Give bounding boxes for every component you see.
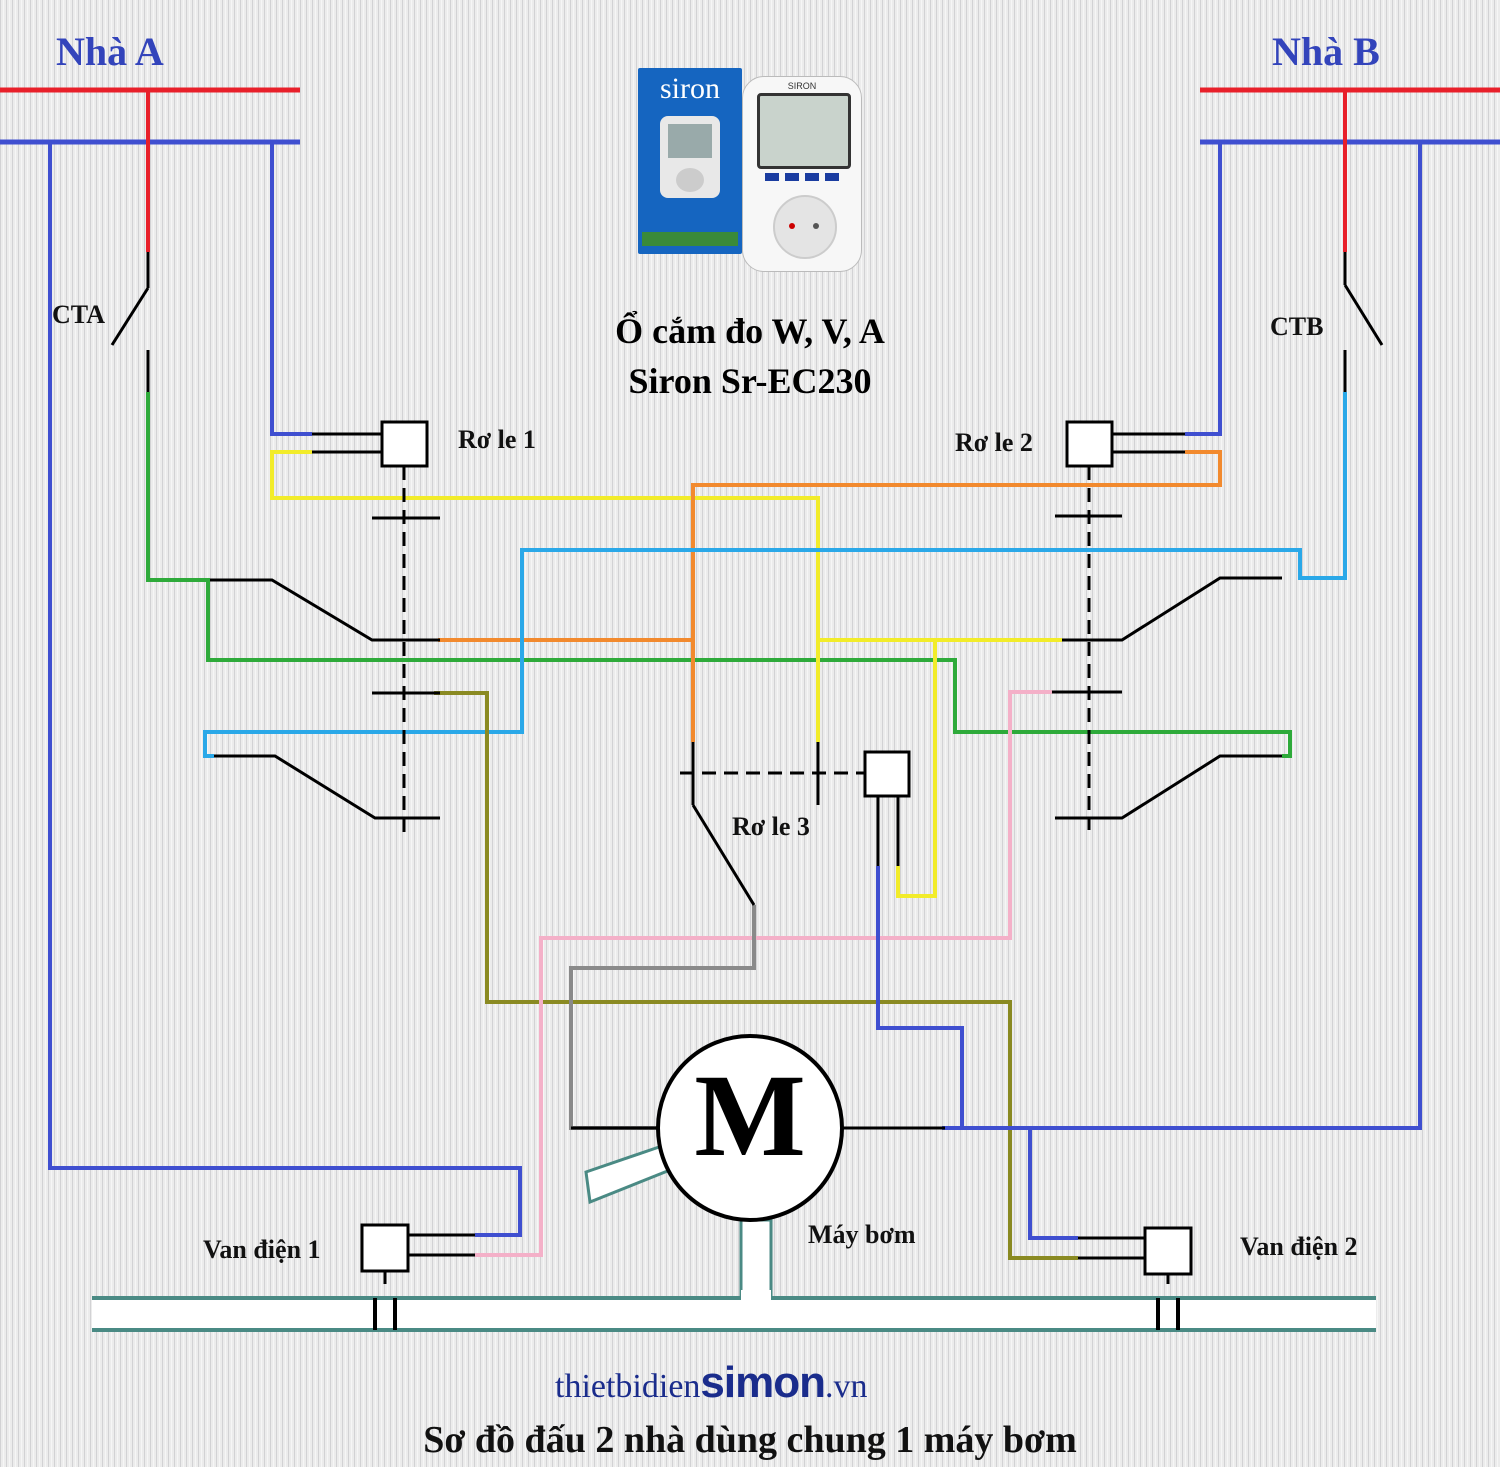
house-b-supply xyxy=(1200,87,1500,145)
relay-2 xyxy=(1052,420,1282,830)
valve-2 xyxy=(1078,1226,1193,1330)
water-pipe xyxy=(92,1290,1376,1332)
switch-ctb-label: CTB xyxy=(1270,312,1324,341)
valve-1-label: Van điện 1 xyxy=(203,1235,321,1264)
siron-meter-device: SIRON xyxy=(742,76,862,272)
relay-1 xyxy=(210,420,440,840)
motor-symbol: M xyxy=(694,1050,806,1181)
meter-buttons xyxy=(765,173,839,181)
wire-olive xyxy=(434,691,1078,1260)
relay-2-label: Rơ le 2 xyxy=(955,428,1033,457)
relay-3 xyxy=(680,742,911,906)
product-title-line2: Siron Sr-EC230 xyxy=(628,361,872,401)
wire-neutral-b-right xyxy=(942,142,1422,1130)
siron-product-box: siron xyxy=(638,68,742,254)
switch-cta-label: CTA xyxy=(52,300,105,329)
brand-logo: thietbidiensimon.vn xyxy=(555,1358,868,1408)
brand-prefix: thietbidien xyxy=(555,1368,701,1405)
meter-display xyxy=(757,93,851,169)
wire-green xyxy=(146,392,210,582)
wire-relay3-blue xyxy=(876,866,964,1128)
brand-highlight: simon xyxy=(700,1358,826,1407)
wire-neutral-a-relay1 xyxy=(270,142,312,436)
relay-1-label: Rơ le 1 xyxy=(458,425,536,454)
pump-label: Máy bơm xyxy=(808,1220,916,1249)
wire-neutral-b-relay2 xyxy=(1185,142,1222,436)
meter-socket xyxy=(773,195,837,259)
brand-suffix: .vn xyxy=(825,1368,868,1405)
device-brand-text: SIRON xyxy=(787,81,817,91)
switch-ctb-blade xyxy=(1343,284,1384,346)
diagram-caption: Sơ đồ đấu 2 nhà dùng chung 1 máy bơm xyxy=(423,1419,1077,1461)
wire-pink xyxy=(475,690,1052,1257)
valve-2-label: Van điện 2 xyxy=(1240,1232,1358,1261)
wire-cyan xyxy=(203,392,1347,758)
product-title-line1: Ổ cắm đo W, V, A xyxy=(615,311,885,351)
wire-neutral-a-left xyxy=(48,142,522,1237)
relay-3-label: Rơ le 3 xyxy=(732,812,810,841)
switch-cta-blade xyxy=(110,287,150,346)
wire-yellow xyxy=(270,450,820,742)
box-badges xyxy=(642,232,738,246)
box-meter-image xyxy=(660,116,720,198)
pump xyxy=(571,1034,945,1304)
house-a-label: Nhà A xyxy=(56,29,164,74)
motor-circle xyxy=(656,1034,844,1222)
house-b-label: Nhà B xyxy=(1272,29,1380,74)
box-brand-text: siron xyxy=(660,72,720,105)
valve-1 xyxy=(360,1223,475,1330)
